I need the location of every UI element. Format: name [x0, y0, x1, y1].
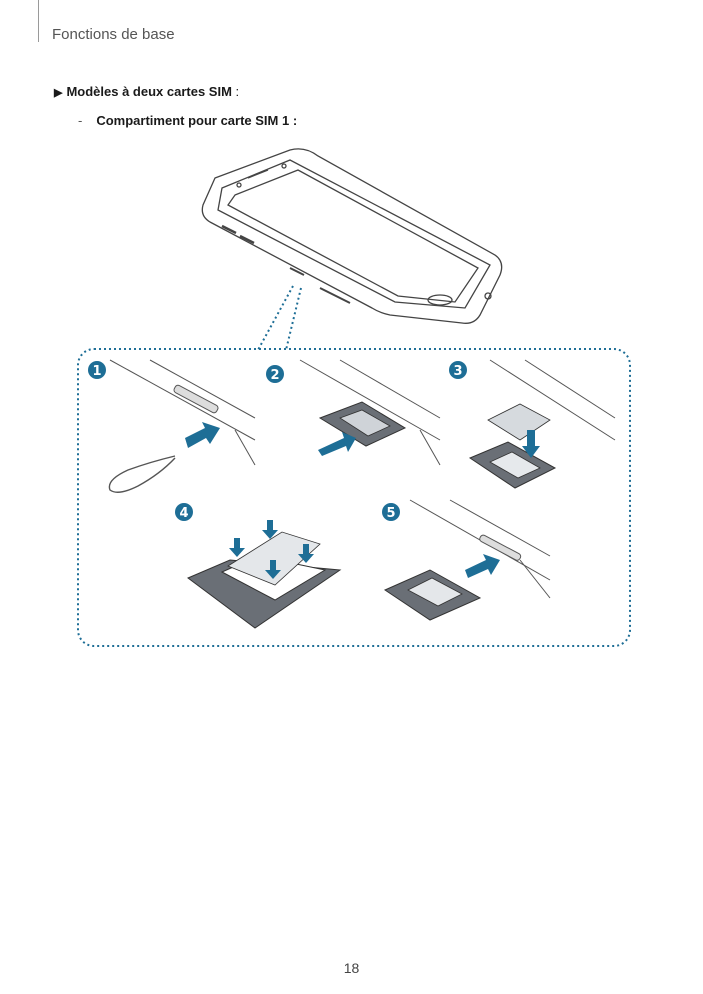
step-badge-2: 2	[266, 365, 284, 383]
step-1-panel	[108, 359, 256, 493]
subsection-line: -Compartiment pour carte SIM 1 :	[78, 113, 297, 128]
step-badge-5: 5	[382, 503, 400, 521]
bullet-label: Modèles à deux cartes SIM	[66, 84, 232, 99]
step-number-2: 2	[270, 368, 279, 383]
step-number-4: 4	[179, 506, 188, 521]
header-rule	[38, 0, 39, 42]
sub-label: Compartiment pour carte SIM 1 :	[96, 113, 298, 128]
step-badge-3: 3	[449, 361, 467, 379]
step-badge-1: 1	[88, 361, 106, 379]
step-3-panel	[468, 359, 616, 489]
section-bullet: ▶Modèles à deux cartes SIM :	[54, 84, 239, 99]
triangle-bullet-icon: ▶	[54, 87, 63, 99]
phone-illustration	[201, 148, 503, 324]
step-number-5: 5	[386, 506, 395, 521]
sub-dash: -	[78, 113, 83, 128]
bullet-suffix: :	[231, 84, 240, 99]
step-5-panel	[383, 499, 551, 621]
step-2-panel	[299, 359, 441, 466]
step-badge-4: 4	[175, 503, 193, 521]
sim-insertion-illustration: 1 2 3 4 5	[77, 148, 631, 647]
page-header-title: Fonctions de base	[52, 26, 175, 43]
page-number: 18	[343, 960, 360, 976]
dotted-callout-frame	[77, 285, 631, 647]
step-number-3: 3	[453, 364, 462, 379]
step-4-panel	[187, 520, 342, 629]
step-number-1: 1	[92, 364, 101, 379]
